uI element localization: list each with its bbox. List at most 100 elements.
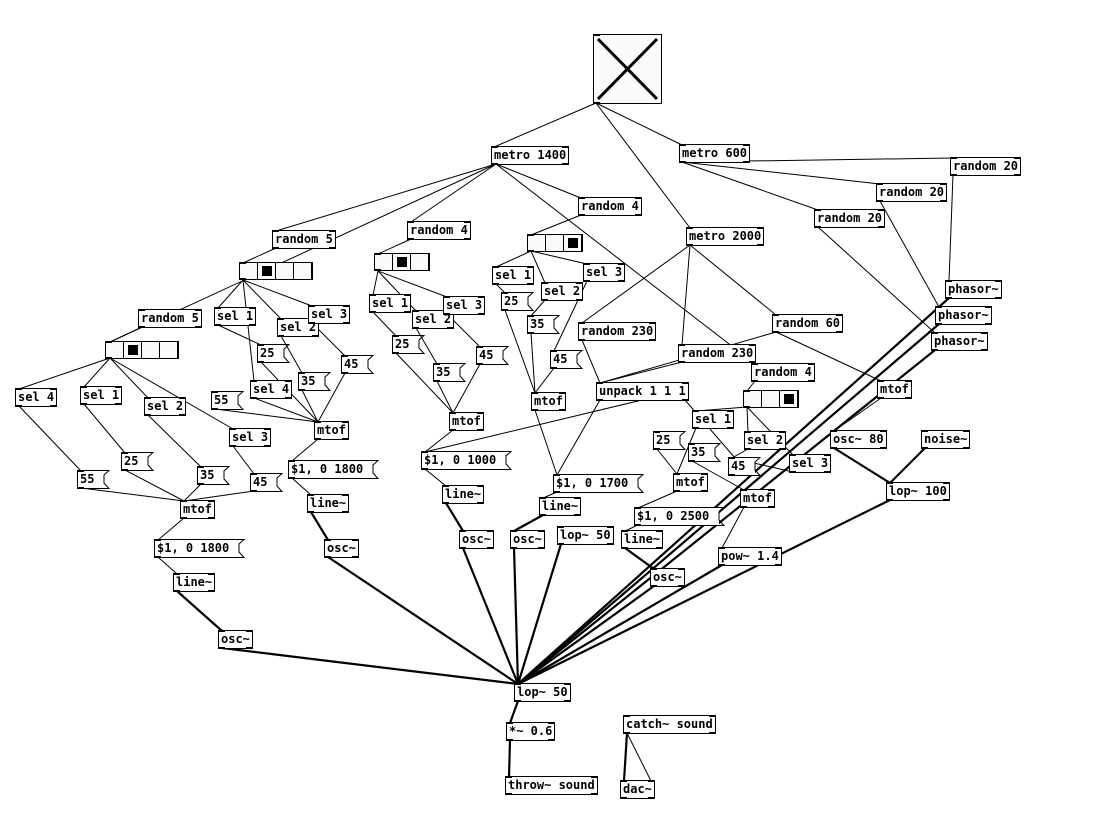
- message-box[interactable]: 25: [653, 431, 687, 450]
- message-box[interactable]: 45: [250, 473, 284, 492]
- sel-object[interactable]: sel 1: [80, 386, 123, 405]
- sel-object[interactable]: sel 2: [541, 282, 584, 301]
- mtof-object[interactable]: mtof: [314, 421, 349, 440]
- metro-object[interactable]: metro 1400: [491, 146, 570, 165]
- message-box[interactable]: 45: [476, 346, 510, 365]
- metro-object[interactable]: metro 600: [679, 144, 751, 163]
- random-object[interactable]: random 20: [876, 183, 948, 202]
- radio-cell[interactable]: [375, 254, 393, 270]
- line-object[interactable]: line~: [621, 530, 664, 549]
- radio-cell[interactable]: [258, 263, 276, 279]
- radio-cell[interactable]: [564, 235, 582, 251]
- osc-object[interactable]: osc~: [510, 530, 545, 549]
- message-box[interactable]: 25: [121, 452, 155, 471]
- radio-cell[interactable]: [762, 391, 780, 407]
- message-box[interactable]: 45: [728, 457, 762, 476]
- message-box[interactable]: 45: [341, 355, 375, 374]
- lop-object[interactable]: lop~ 50: [514, 683, 571, 702]
- radio-cell[interactable]: [240, 263, 258, 279]
- sel-object[interactable]: sel 3: [443, 296, 486, 315]
- radio-cell[interactable]: [276, 263, 294, 279]
- mtof-object[interactable]: mtof: [180, 500, 215, 519]
- radio-selector[interactable]: [743, 390, 799, 408]
- osc-object[interactable]: osc~: [324, 539, 359, 558]
- message-box[interactable]: 35: [433, 363, 467, 382]
- line-object[interactable]: line~: [307, 494, 350, 513]
- osc-object[interactable]: osc~ 80: [830, 430, 887, 449]
- sel-object[interactable]: sel 1: [369, 294, 412, 313]
- sel-object[interactable]: sel 3: [789, 454, 832, 473]
- sel-object[interactable]: sel 3: [229, 428, 272, 447]
- mtof-object[interactable]: mtof: [449, 412, 484, 431]
- phasor-object[interactable]: phasor~: [945, 280, 1002, 299]
- message-box[interactable]: $1, 0 1800: [288, 460, 380, 479]
- osc-object[interactable]: osc~: [650, 568, 685, 587]
- random-object[interactable]: random 20: [814, 209, 886, 228]
- sel-object[interactable]: sel 2: [744, 431, 787, 450]
- message-box[interactable]: 25: [257, 344, 291, 363]
- message-box[interactable]: 25: [392, 335, 426, 354]
- message-box[interactable]: 35: [298, 372, 332, 391]
- radio-selector[interactable]: [374, 253, 430, 271]
- message-box[interactable]: $1, 0 1700: [553, 474, 645, 493]
- metro-object[interactable]: metro 2000: [686, 227, 765, 246]
- radio-cell[interactable]: [124, 342, 142, 358]
- message-box[interactable]: $1, 0 1000: [421, 451, 513, 470]
- radio-selector[interactable]: [239, 262, 313, 280]
- sel-object[interactable]: sel 1: [692, 410, 735, 429]
- sel-object[interactable]: sel 4: [250, 380, 293, 399]
- message-box[interactable]: 55: [211, 391, 245, 410]
- radio-selector[interactable]: [527, 234, 583, 252]
- radio-cell[interactable]: [780, 391, 798, 407]
- message-box[interactable]: $1, 0 2500: [634, 507, 726, 526]
- sel-object[interactable]: sel 1: [214, 307, 257, 326]
- unpack-object[interactable]: unpack 1 1 1: [596, 382, 689, 401]
- throw-object[interactable]: throw~ sound: [505, 776, 598, 795]
- message-box[interactable]: 35: [527, 315, 561, 334]
- random-object[interactable]: random 4: [407, 221, 471, 240]
- message-box[interactable]: 25: [501, 292, 535, 311]
- radio-cell[interactable]: [142, 342, 160, 358]
- pow-object[interactable]: pow~ 1.4: [718, 547, 782, 566]
- sel-object[interactable]: sel 3: [308, 305, 351, 324]
- random-object[interactable]: random 230: [578, 322, 657, 341]
- mtof-object[interactable]: mtof: [673, 473, 708, 492]
- sel-object[interactable]: sel 3: [583, 263, 626, 282]
- radio-cell[interactable]: [160, 342, 178, 358]
- radio-cell[interactable]: [744, 391, 762, 407]
- phasor-object[interactable]: phasor~: [931, 332, 988, 351]
- message-box[interactable]: 45: [550, 350, 584, 369]
- mtof-object[interactable]: mtof: [531, 392, 566, 411]
- noise-object[interactable]: noise~: [921, 430, 971, 449]
- multiply-object[interactable]: *~ 0.6: [506, 722, 556, 741]
- message-box[interactable]: 55: [77, 470, 111, 489]
- sel-object[interactable]: sel 2: [144, 397, 187, 416]
- osc-object[interactable]: osc~: [459, 530, 494, 549]
- sel-object[interactable]: sel 1: [492, 266, 535, 285]
- radio-cell[interactable]: [411, 254, 429, 270]
- random-object[interactable]: random 4: [578, 197, 642, 216]
- phasor-object[interactable]: phasor~: [935, 306, 992, 325]
- mtof-object[interactable]: mtof: [740, 489, 775, 508]
- random-object[interactable]: random 60: [772, 314, 844, 333]
- radio-cell[interactable]: [294, 263, 312, 279]
- message-box[interactable]: 35: [197, 466, 231, 485]
- random-object[interactable]: random 4: [751, 363, 815, 382]
- dac-object[interactable]: dac~: [620, 780, 655, 799]
- line-object[interactable]: line~: [539, 497, 582, 516]
- random-object[interactable]: random 5: [138, 309, 202, 328]
- osc-object[interactable]: osc~: [218, 630, 253, 649]
- catch-object[interactable]: catch~ sound: [623, 715, 716, 734]
- radio-cell[interactable]: [106, 342, 124, 358]
- message-box[interactable]: $1, 0 1800: [154, 539, 246, 558]
- sel-object[interactable]: sel 4: [15, 388, 58, 407]
- radio-cell[interactable]: [393, 254, 411, 270]
- random-object[interactable]: random 20: [950, 157, 1022, 176]
- radio-cell[interactable]: [546, 235, 564, 251]
- random-object[interactable]: random 5: [272, 230, 336, 249]
- lop-object[interactable]: lop~ 50: [557, 526, 614, 545]
- line-object[interactable]: line~: [442, 485, 485, 504]
- line-object[interactable]: line~: [173, 573, 216, 592]
- mtof-object[interactable]: mtof: [877, 380, 912, 399]
